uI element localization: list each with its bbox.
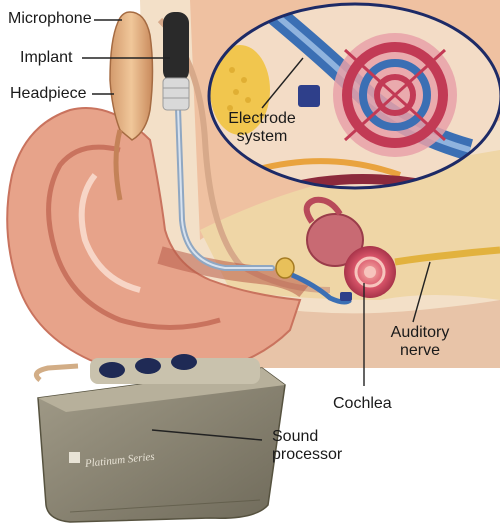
label-auditory-line2: nerve — [399, 342, 441, 359]
label-cochlea: Cochlea — [333, 395, 392, 412]
label-sound-line2: processor — [272, 446, 343, 463]
label-sound-line1: Sound — [272, 428, 319, 445]
label-electrode-line2: system — [236, 128, 288, 145]
leader-auditory — [412, 261, 431, 323]
label-sound-processor: Sound processor — [272, 428, 342, 464]
magnified-view — [207, 2, 500, 190]
label-auditory-line1: Auditory — [390, 324, 450, 341]
label-headpiece: Headpiece — [10, 85, 87, 102]
implant-device — [162, 12, 190, 111]
label-microphone: Microphone — [8, 10, 92, 27]
leader-electrode — [261, 57, 304, 109]
inner-ear — [275, 196, 500, 305]
label-auditory-nerve: Auditory nerve — [372, 324, 468, 360]
leader-sound — [151, 429, 263, 441]
headpiece-device — [109, 11, 154, 201]
sound-processor — [33, 354, 286, 523]
label-electrode-line1: Electrode — [228, 110, 296, 127]
outer-ear — [6, 107, 311, 378]
label-electrode-system: Electrode system — [212, 110, 312, 146]
label-implant: Implant — [20, 49, 73, 66]
leader-lines — [82, 19, 431, 441]
